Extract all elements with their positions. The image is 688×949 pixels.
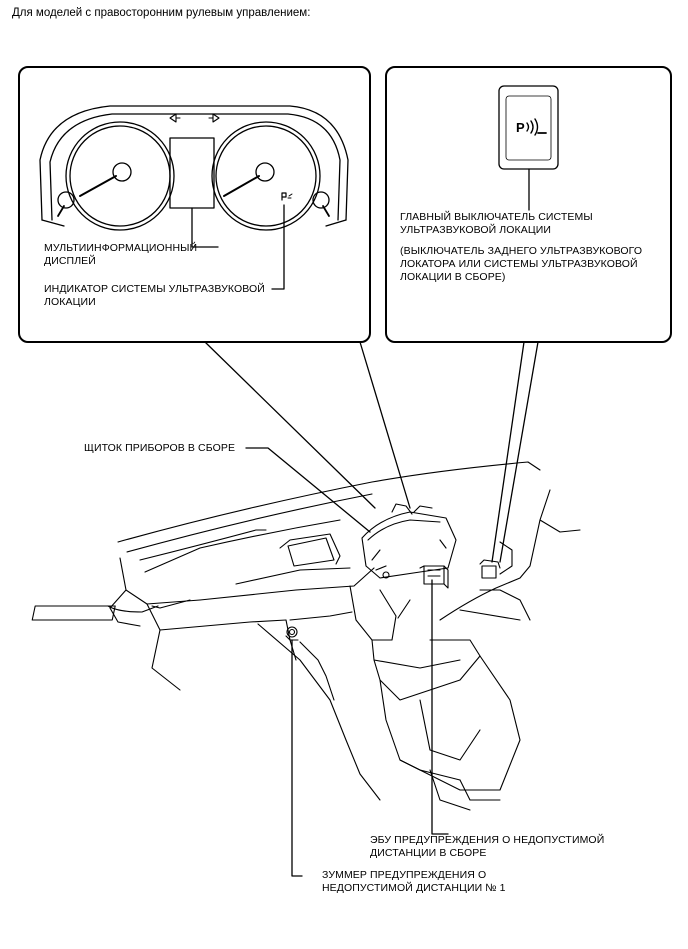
sonar-waves-icon xyxy=(526,118,547,136)
zoom-line-2 xyxy=(359,341,411,509)
car-cluster-assembly xyxy=(361,503,457,579)
switch-p-letter: P xyxy=(516,120,525,135)
leader-indicator xyxy=(271,204,285,290)
zoom-line-1 xyxy=(204,341,376,509)
leader-mid xyxy=(191,207,219,248)
multi-information-display xyxy=(169,137,215,209)
label-instrument-cluster: ЩИТОК ПРИБОРОВ В СБОРЕ xyxy=(84,442,236,454)
car-sonar-switch xyxy=(479,559,501,579)
switch-detail-box xyxy=(385,66,672,343)
instrument-cluster-outline xyxy=(39,105,349,227)
temperature-gauge xyxy=(312,191,330,217)
turn-signal-right-icon xyxy=(208,113,220,123)
tachometer-gauge xyxy=(211,121,321,231)
page-header: Для моделей с правосторонним рулевым упр… xyxy=(12,7,311,19)
cluster-detail-box xyxy=(18,66,371,343)
zoom-line-4 xyxy=(499,341,539,563)
speedometer-gauge xyxy=(65,121,175,231)
car-interior-drawing xyxy=(31,461,581,811)
zoom-line-3 xyxy=(491,341,525,563)
leader-cluster xyxy=(245,447,371,533)
leader-buzzer xyxy=(291,639,303,877)
sonar-indicator-icon xyxy=(281,192,293,201)
turn-signal-left-icon xyxy=(169,113,181,123)
car-ecu xyxy=(419,565,449,589)
fuel-gauge xyxy=(57,191,75,217)
car-buzzer xyxy=(285,626,299,641)
leader-ecu xyxy=(431,579,449,835)
